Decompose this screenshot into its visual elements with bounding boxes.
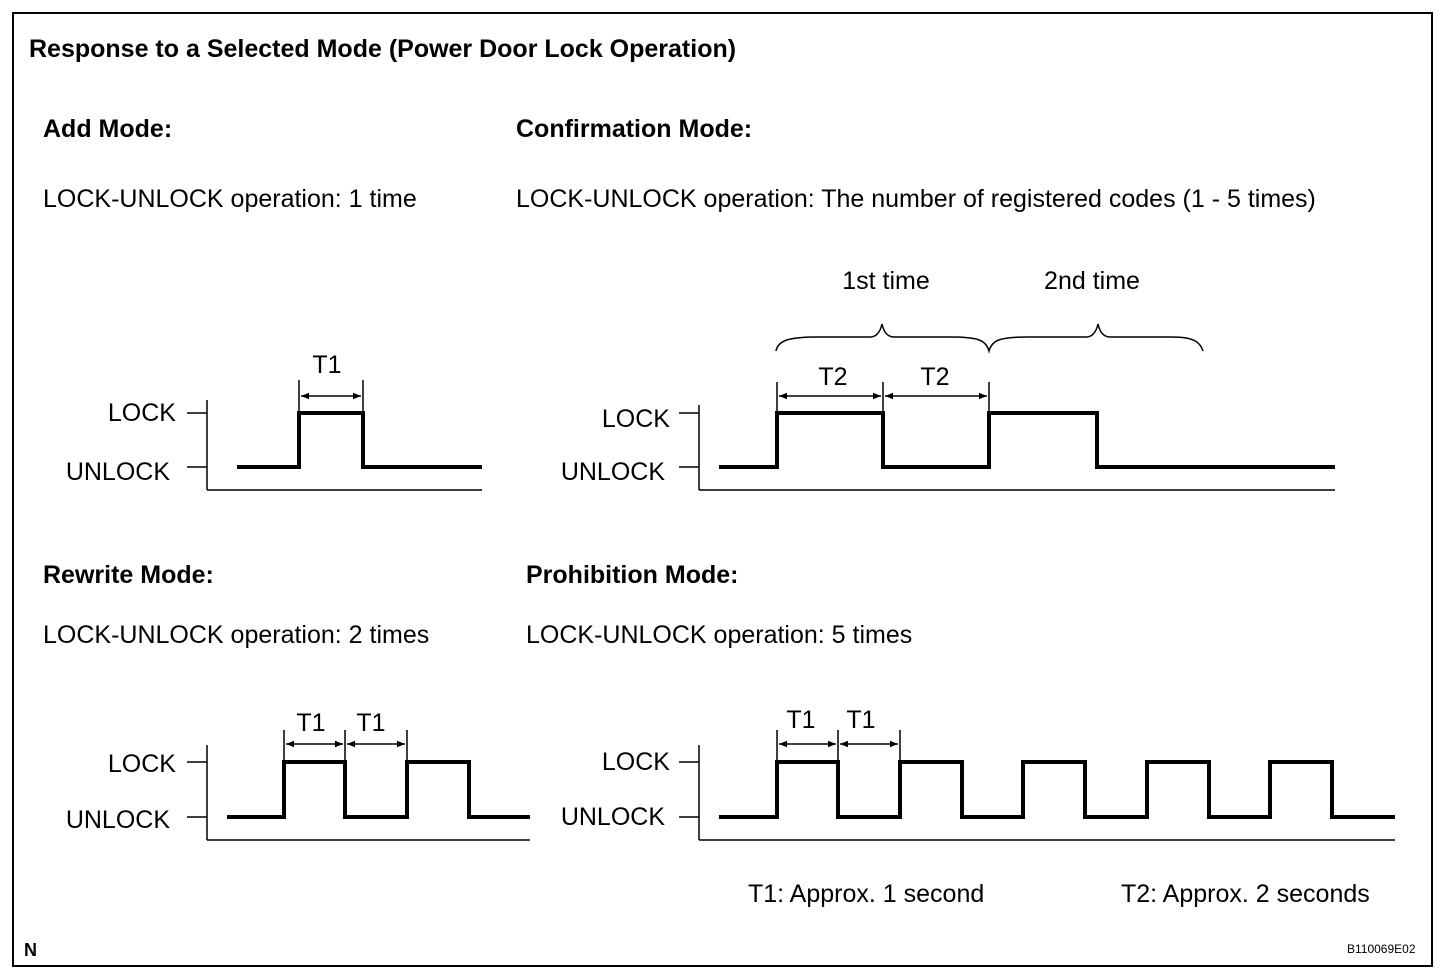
prohibition-mode-heading: Prohibition Mode: [526, 561, 739, 589]
add-waveform [237, 411, 482, 469]
confirmation-lock-label: LOCK [602, 405, 670, 433]
prohibition-unlock-label: UNLOCK [561, 803, 666, 831]
confirmation-t2-label-2: T2 [920, 363, 949, 391]
confirmation-mode-heading: Confirmation Mode: [516, 115, 753, 143]
rewrite-unlock-label: UNLOCK [66, 806, 171, 834]
confirmation-group-label-2: 2nd time [1044, 267, 1140, 295]
corner-mark: N [24, 940, 37, 960]
legend-t1: T1: Approx. 1 second [748, 880, 985, 908]
confirmation-t2-label-1: T2 [818, 363, 847, 391]
legend-t2: T2: Approx. 2 seconds [1121, 880, 1370, 908]
add-lock-label: LOCK [108, 399, 176, 427]
rewrite-mode-heading: Rewrite Mode: [43, 561, 214, 589]
confirmation-unlock-label: UNLOCK [561, 458, 666, 486]
rewrite-t1-label-2: T1 [356, 709, 385, 737]
rewrite-t1-label-1: T1 [296, 709, 325, 737]
add-unlock-label: UNLOCK [66, 458, 171, 486]
prohibition-t1-label-1: T1 [786, 706, 815, 734]
rewrite-mode-diagram: LOCK UNLOCK T1 T1 [66, 709, 530, 841]
confirmation-mode-diagram: LOCK UNLOCK T2 T2 1st time 2nd time [561, 267, 1335, 491]
prohibition-lock-label: LOCK [602, 748, 670, 776]
figure-code: B110069E02 [1347, 942, 1416, 956]
add-t1-label: T1 [312, 351, 341, 379]
rewrite-lock-label: LOCK [108, 750, 176, 778]
figure-frame [12, 12, 1433, 967]
add-mode-diagram: LOCK UNLOCK T1 [66, 351, 482, 491]
confirmation-mode-description: LOCK-UNLOCK operation: The number of reg… [516, 185, 1316, 213]
figure-title: Response to a Selected Mode (Power Door … [29, 35, 737, 63]
prohibition-waveform [719, 760, 1395, 819]
prohibition-t1-label-2: T1 [846, 706, 875, 734]
prohibition-mode-description: LOCK-UNLOCK operation: 5 times [526, 621, 913, 649]
confirmation-group-label-1: 1st time [842, 267, 930, 295]
confirmation-group-brace [775, 323, 1204, 354]
rewrite-mode-description: LOCK-UNLOCK operation: 2 times [43, 621, 430, 649]
add-mode-heading: Add Mode: [43, 115, 173, 143]
rewrite-waveform [227, 760, 530, 819]
confirmation-waveform [719, 411, 1335, 469]
prohibition-mode-diagram: LOCK UNLOCK T1 T1 [561, 706, 1395, 841]
add-mode-description: LOCK-UNLOCK operation: 1 time [43, 185, 417, 213]
